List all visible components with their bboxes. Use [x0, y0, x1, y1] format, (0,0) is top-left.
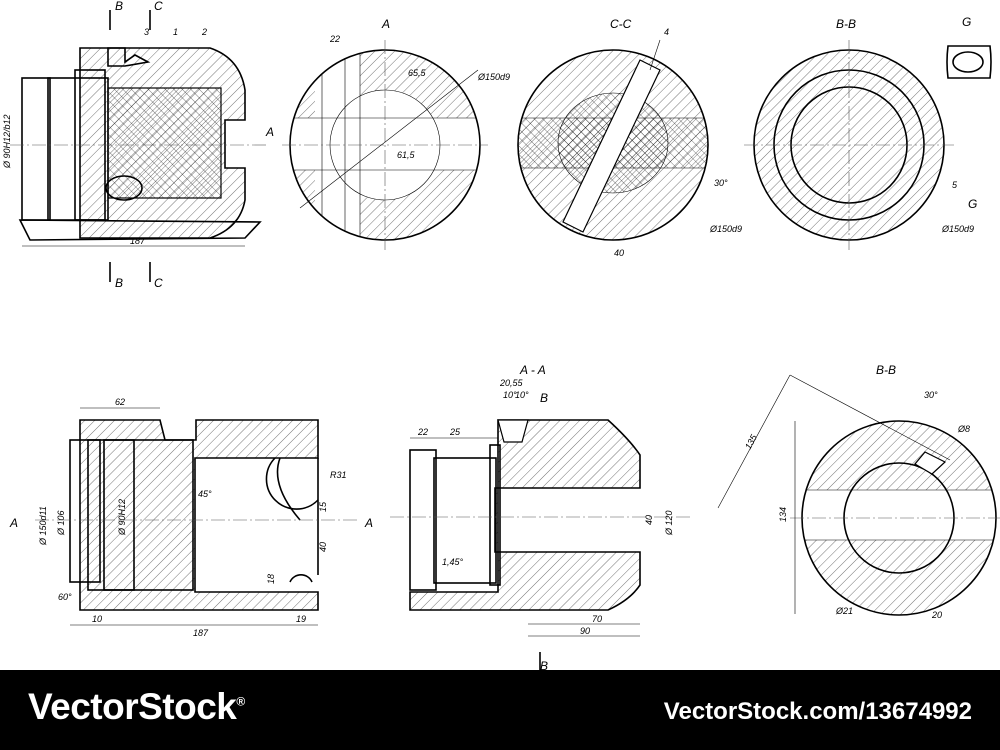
v1-section-c-top: C	[154, 0, 163, 13]
v2-dim-61-5: 61,5	[397, 150, 416, 160]
view-a: A 22 65,5 61,5 Ø150d9	[282, 17, 510, 250]
v3-title: C-C	[610, 17, 632, 31]
v1-section-c-bottom: C	[154, 276, 163, 290]
v6-angle-60: 60°	[58, 592, 72, 602]
v8-dim-134: 134	[778, 507, 788, 522]
section-c-c: C-C 4 40	[517, 17, 709, 258]
v1-length-187: 187	[130, 236, 146, 246]
v2-dim-65-5: 65,5	[408, 68, 427, 78]
registered-mark: ®	[236, 694, 245, 709]
v7-chamfer: 1,45°	[442, 557, 464, 567]
view-side-bottom-left: 62 Ø 150d11 Ø 106 Ø 90H12 45° R31 15 40 …	[9, 397, 373, 638]
v4-g-marker: G	[968, 197, 977, 211]
v6-dim-19: 19	[296, 614, 306, 624]
v7-dim-40: 40	[644, 515, 654, 525]
v8-angle-30: 30°	[924, 390, 938, 400]
v3-dim-40: 40	[614, 248, 624, 258]
v5-title: G	[962, 15, 971, 29]
v6-diameter-90: Ø 90H12	[117, 499, 127, 536]
detail-g: G	[946, 15, 992, 79]
v1-section-b-bottom: B	[115, 276, 123, 290]
stock-footer-bar: VectorStock® VectorStock.com/13674992	[0, 670, 1000, 750]
v2-title: A	[381, 17, 390, 31]
v4-diameter-right: Ø150d9	[941, 224, 974, 234]
v1-ref-1: 1	[173, 27, 178, 37]
v4-diameter-left: Ø150d9	[709, 224, 742, 234]
v7-dim-20-55: 20,55	[499, 378, 524, 388]
view-side-top-left: B C B C 3 1 2 Ø 90H12/b12 187 A	[2, 0, 274, 290]
v7-dim-22: 22	[417, 427, 428, 437]
v6-section-a-right: A	[364, 516, 373, 530]
v4-angle-30: 30°	[714, 178, 728, 188]
v1-section-b-top: B	[115, 0, 123, 13]
drawing-canvas: B C B C 3 1 2 Ø 90H12/b12 187 A A 22 65,…	[2, 0, 1000, 673]
v2-diameter-150: Ø150d9	[477, 72, 510, 82]
v1-ref-2: 2	[201, 27, 207, 37]
v6-diameter-150: Ø 150d11	[38, 506, 48, 546]
v7-title: A - A	[519, 363, 546, 377]
v7-dim-25: 25	[449, 427, 461, 437]
v6-dim-18: 18	[266, 574, 276, 584]
v7-diameter-120: Ø 120	[664, 510, 674, 536]
v1-view-a: A	[265, 125, 274, 139]
section-a-a: A - A 20,55 10° 10° B B 22 25 40 Ø 120 1…	[390, 363, 690, 673]
v3-ref-4: 4	[664, 27, 669, 37]
v6-dim-62: 62	[115, 397, 125, 407]
v8-diameter-21: Ø21	[835, 606, 853, 616]
v7-section-b-top: B	[540, 391, 548, 405]
v8-dim-20: 20	[931, 610, 942, 620]
v7-dim-70: 70	[592, 614, 602, 624]
v6-diameter-106: Ø 106	[56, 510, 66, 536]
technical-drawing-sheet: B C B C 3 1 2 Ø 90H12/b12 187 A A 22 65,…	[2, 0, 1000, 673]
v1-diameter-label: Ø 90H12/b12	[2, 114, 12, 169]
section-b-b-bottom: B-B 30° Ø8 135 134 Ø21 20	[717, 363, 1000, 620]
v7-angle-10b: 10°	[515, 390, 529, 400]
v4-ref-5: 5	[952, 180, 958, 190]
brand-name: VectorStock	[28, 686, 237, 727]
v2-dim-22: 22	[329, 34, 340, 44]
v6-dim-10: 10	[92, 614, 102, 624]
v6-section-a-left: A	[9, 516, 18, 530]
v8-dim-135: 135	[743, 432, 759, 451]
v6-angle-45: 45°	[198, 489, 212, 499]
v8-title: B-B	[876, 363, 896, 377]
v8-diameter-8: Ø8	[957, 424, 970, 434]
v6-dim-15: 15	[318, 501, 328, 512]
v1-ref-3: 3	[144, 27, 149, 37]
v4-title: B-B	[836, 17, 856, 31]
stock-brand-logo: VectorStock®	[28, 686, 245, 728]
v7-angle-10a: 10°	[503, 390, 517, 400]
v6-dim-40: 40	[318, 542, 328, 552]
v7-dim-90: 90	[580, 626, 590, 636]
stock-image-id: VectorStock.com/13674992	[663, 698, 972, 725]
v6-dim-187: 187	[193, 628, 209, 638]
v7-section-b-bottom: B	[540, 659, 548, 670]
v6-radius-31: R31	[330, 470, 347, 480]
section-b-b-top: B-B 30° 5 G Ø150d9 Ø150d9	[709, 17, 977, 250]
